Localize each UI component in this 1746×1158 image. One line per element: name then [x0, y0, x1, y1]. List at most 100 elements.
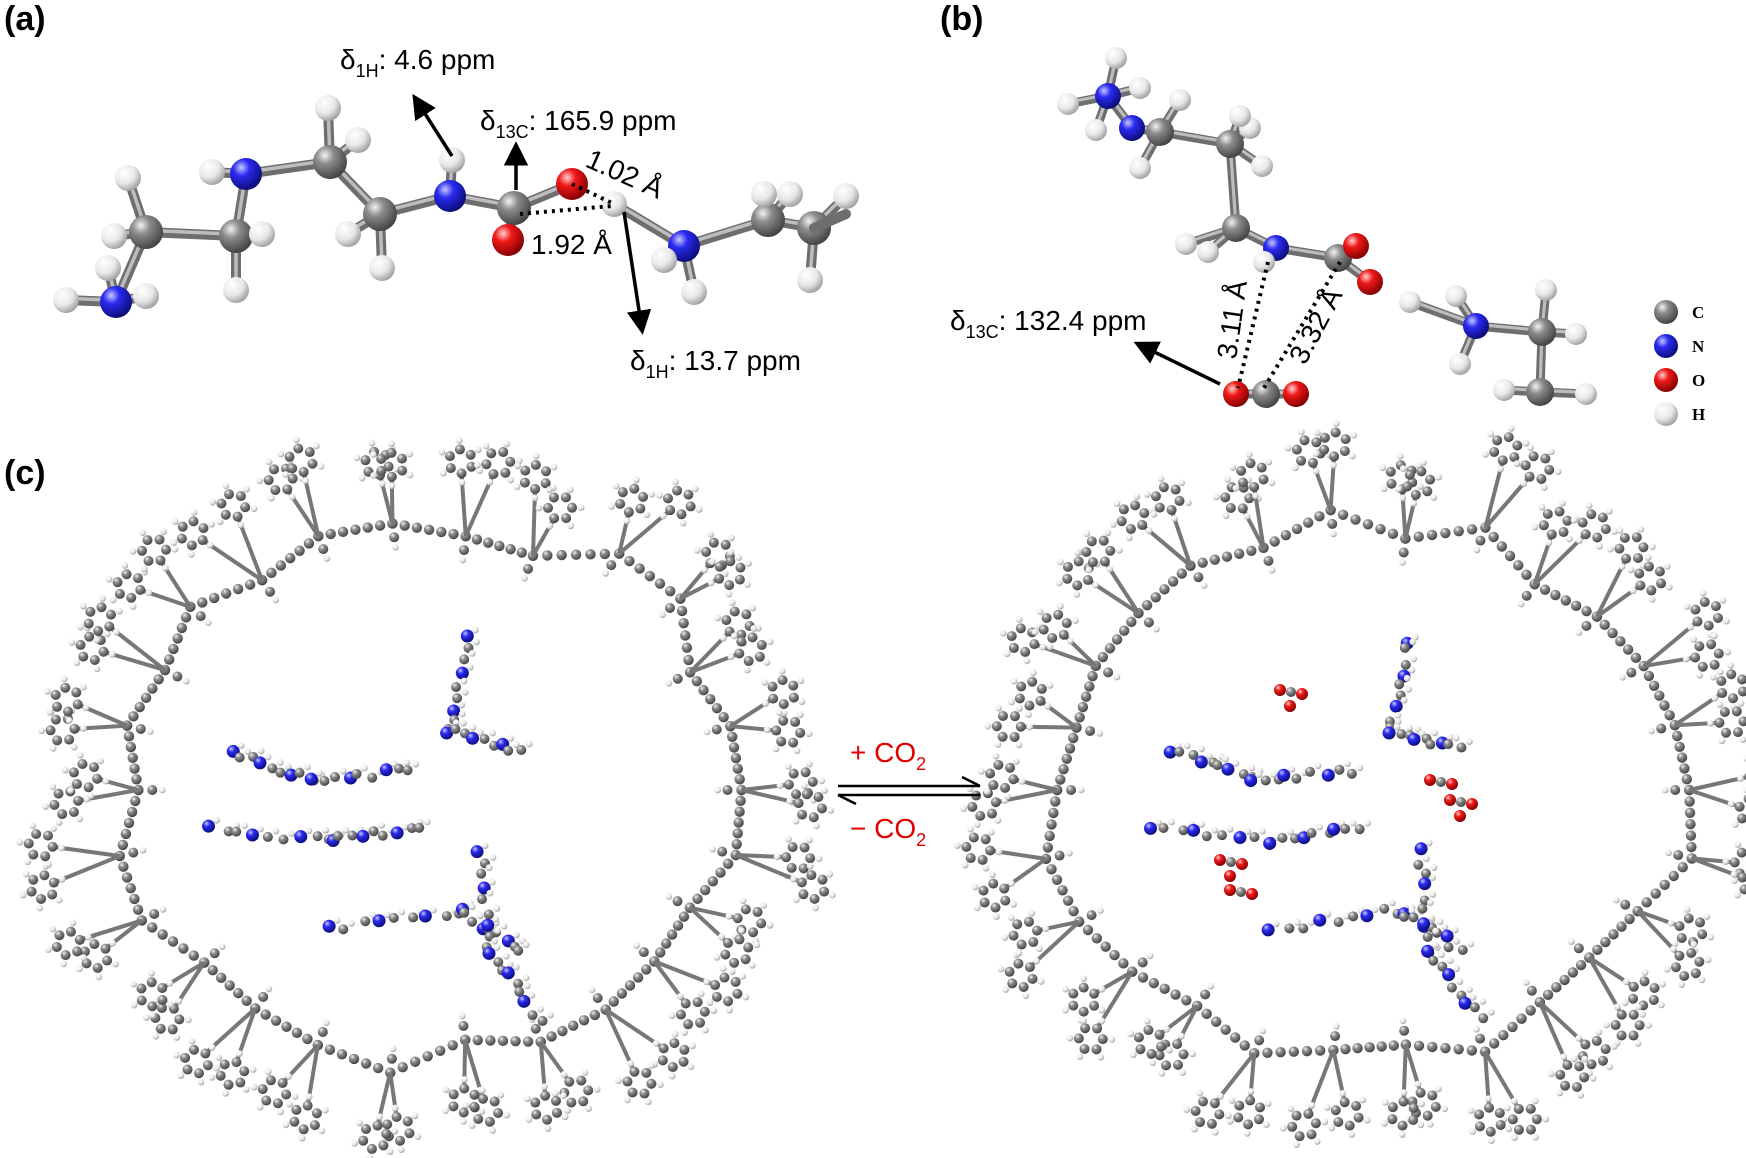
hydrogen-atom: [482, 442, 490, 450]
carbon-atom: [64, 734, 75, 745]
hydrogen-atom: [305, 1093, 313, 1101]
nitrogen-atom: [517, 994, 531, 1008]
carbon-atom: [530, 459, 541, 470]
carbon-atom: [263, 475, 274, 486]
legend-label-h: H: [1692, 405, 1705, 424]
carbon-atom: [134, 701, 145, 713]
carbon-atom: [396, 453, 407, 464]
carbon-atom: [77, 758, 88, 769]
hydrogen-atom: [1184, 499, 1192, 507]
oxygen-atom: [1224, 884, 1236, 896]
hydrogen-atom: [1734, 891, 1741, 899]
carbon-atom: [1020, 646, 1031, 657]
carbon-atom: [683, 489, 694, 500]
carbon-atom: [1074, 712, 1085, 723]
carbon-atom: [1064, 743, 1076, 754]
oxygen-atom: [1283, 381, 1309, 407]
hydrogen-atom: [608, 503, 615, 510]
carbon-atom: [393, 763, 404, 774]
hydrogen-atom: [22, 870, 30, 878]
hydrogen-atom: [286, 1100, 293, 1108]
hydrogen-atom: [1531, 523, 1539, 531]
carbon-atom: [489, 1096, 500, 1107]
carbon-atom: [1154, 502, 1165, 513]
nitrogen-atom: [447, 704, 461, 718]
hydrogen-atom: [1313, 1138, 1321, 1145]
carbon-atom: [469, 1101, 480, 1112]
carbon-atom: [1055, 774, 1066, 785]
hydrogen-atom: [1409, 638, 1417, 646]
bond: [1483, 461, 1505, 529]
carbon-atom: [1013, 958, 1024, 969]
carbon-atom: [1560, 595, 1571, 606]
carbon-atom: [1119, 625, 1130, 636]
carbon-atom: [1674, 741, 1685, 752]
hydrogen-atom: [468, 903, 476, 911]
hydrogen-atom: [1247, 1088, 1255, 1095]
hydrogen-atom: [1727, 661, 1735, 669]
carbon-atom: [476, 868, 487, 879]
carbon-atom: [223, 489, 234, 500]
carbon-atom: [672, 896, 683, 907]
hydrogen-atom: [1211, 826, 1219, 834]
bond: [203, 539, 264, 582]
hydrogen-atom: [961, 861, 969, 869]
carbon-atom: [1676, 752, 1688, 763]
hydrogen-atom: [1436, 918, 1444, 926]
hydrogen-atom: [1272, 920, 1280, 928]
hydrogen-atom: [1066, 637, 1074, 645]
carbon-atom: [1277, 832, 1288, 843]
carbon-atom: [1170, 484, 1181, 495]
hydrogen-atom: [627, 1060, 635, 1067]
carbon-atom: [157, 995, 168, 1006]
hydrogen-atom: [1410, 655, 1418, 663]
hydrogen-atom: [588, 986, 596, 994]
carbon-atom: [1286, 687, 1296, 697]
hydrogen-atom: [1279, 1124, 1287, 1132]
carbon-atom: [1344, 1120, 1355, 1131]
carbon-atom: [1495, 1119, 1506, 1130]
carbon-atom: [1159, 983, 1170, 995]
hydrogen-atom: [1010, 677, 1018, 685]
carbon-atom: [1116, 516, 1127, 527]
hydrogen-atom: [798, 698, 806, 706]
hydrogen-atom: [826, 870, 834, 878]
hydrogen-atom: [1538, 503, 1546, 511]
carbon-atom: [731, 838, 742, 850]
carbon-atom: [1475, 535, 1486, 546]
carbon-atom: [1422, 1110, 1433, 1121]
carbon-atom: [1686, 948, 1697, 959]
carbon-atom: [1413, 859, 1424, 870]
hydrogen-atom: [305, 827, 313, 835]
hbond-distance-label: 1.92 Å: [531, 229, 612, 260]
hydrogen-atom: [442, 1086, 450, 1094]
carbon-atom: [735, 795, 746, 807]
carbon-atom: [1044, 830, 1055, 842]
hydrogen-atom: [995, 848, 1003, 856]
carbon-atom: [397, 465, 408, 476]
carbon-atom: [231, 1057, 242, 1068]
hydrogen-atom: [615, 1077, 622, 1085]
carbon-atom: [1524, 471, 1535, 482]
carbon-atom: [1731, 706, 1742, 717]
carbon-atom: [791, 789, 802, 800]
hydrogen-atom: [159, 905, 167, 913]
carbon-atom: [1062, 895, 1074, 906]
hydrogen-atom: [1098, 1006, 1106, 1014]
carbon-atom: [1005, 762, 1016, 773]
carbon-atom: [195, 611, 206, 622]
carbon-atom: [486, 448, 497, 459]
delta-c-label: δ13C: 165.9 ppm: [480, 105, 677, 142]
carbon-atom: [1143, 617, 1154, 628]
carbon-atom: [1643, 670, 1655, 682]
carbon-atom: [733, 817, 744, 828]
carbon-atom: [1684, 807, 1696, 819]
delta-h-bottom-arrow: [622, 211, 652, 335]
carbon-atom: [1616, 921, 1627, 932]
carbon-atom: [747, 632, 758, 643]
carbon-atom: [235, 1077, 246, 1088]
hydrogen-atom: [1435, 473, 1443, 481]
hydrogen-atom: [173, 1051, 180, 1059]
carbon-atom: [1068, 905, 1079, 917]
carbon-atom: [1047, 632, 1058, 643]
